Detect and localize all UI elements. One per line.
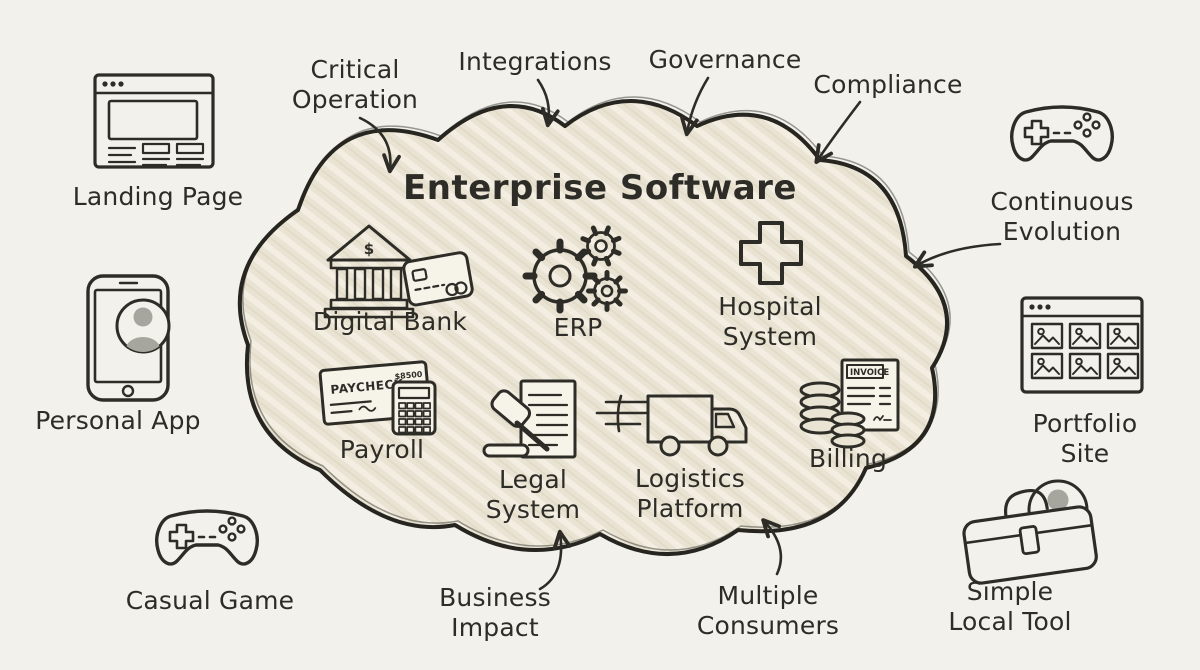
gears-icon <box>522 225 628 314</box>
annotation-multiple-consumers: Multiple Consumers <box>696 581 840 640</box>
peripheral-label-landing-page: Landing Page <box>72 182 244 211</box>
cloud-item-label-payroll: Payroll <box>339 435 425 464</box>
peripheral-label-personal-app: Personal App <box>35 406 201 435</box>
paycheck-title-text: PAYCHECK <box>330 376 404 396</box>
cloud-item-label-billing: Billing <box>808 444 888 473</box>
cloud-item-label-erp: ERP <box>553 313 603 342</box>
paycheck-amount-text: $8500 <box>394 370 423 381</box>
continuous-evolution-arrow <box>912 242 1002 269</box>
annotation-arrows <box>358 76 1002 591</box>
compliance-arrow <box>814 100 862 164</box>
document-icon <box>519 379 577 459</box>
invoice-title-text: INVOICE <box>850 368 889 378</box>
credit-card-icon <box>402 251 474 307</box>
integrations-arrow <box>536 78 560 128</box>
critical-operation-arrow <box>358 116 401 174</box>
browser-image-grid-icon <box>1020 296 1144 394</box>
calculator-icon <box>391 380 437 436</box>
bank-icon: $ <box>323 224 415 319</box>
avatar-icon <box>115 298 171 354</box>
cloud-title: Enterprise Software <box>403 168 797 208</box>
cloud-item-label-hospital-system: Hospital System <box>718 292 822 351</box>
browser-window-icon <box>93 73 215 169</box>
bank-dollar-text: $ <box>364 240 374 258</box>
governance-arrow <box>680 76 710 137</box>
gavel-icon <box>482 389 550 458</box>
peripheral-label-portfolio-site: Portfolio Site <box>1032 409 1138 468</box>
toolbox-icon <box>962 489 1098 585</box>
game-controller-icon <box>155 509 259 566</box>
truck-icon <box>595 394 748 457</box>
peripheral-label-simple-local-tool: Simple Local Tool <box>948 577 1072 636</box>
multiple-consumers-arrow <box>761 518 783 576</box>
game-controller-icon <box>1010 105 1114 162</box>
coins-icon <box>799 381 866 449</box>
peripheral-label-casual-game: Casual Game <box>125 586 295 615</box>
cloud-item-label-legal-system: Legal System <box>485 465 581 524</box>
annotation-business-impact: Business Impact <box>439 583 551 642</box>
annotation-compliance: Compliance <box>813 70 963 99</box>
cloud-item-label-logistics-platform: Logistics Platform <box>635 464 745 523</box>
medical-cross-icon <box>739 221 803 285</box>
annotation-continuous-evolution: Continuous Evolution <box>990 187 1134 246</box>
business-impact-arrow <box>538 529 572 591</box>
annotation-integrations: Integrations <box>458 47 612 76</box>
cloud-item-label-digital-bank: Digital Bank <box>312 307 468 336</box>
annotation-governance: Governance <box>648 45 802 74</box>
annotation-critical-operation: Critical Operation <box>291 55 419 114</box>
